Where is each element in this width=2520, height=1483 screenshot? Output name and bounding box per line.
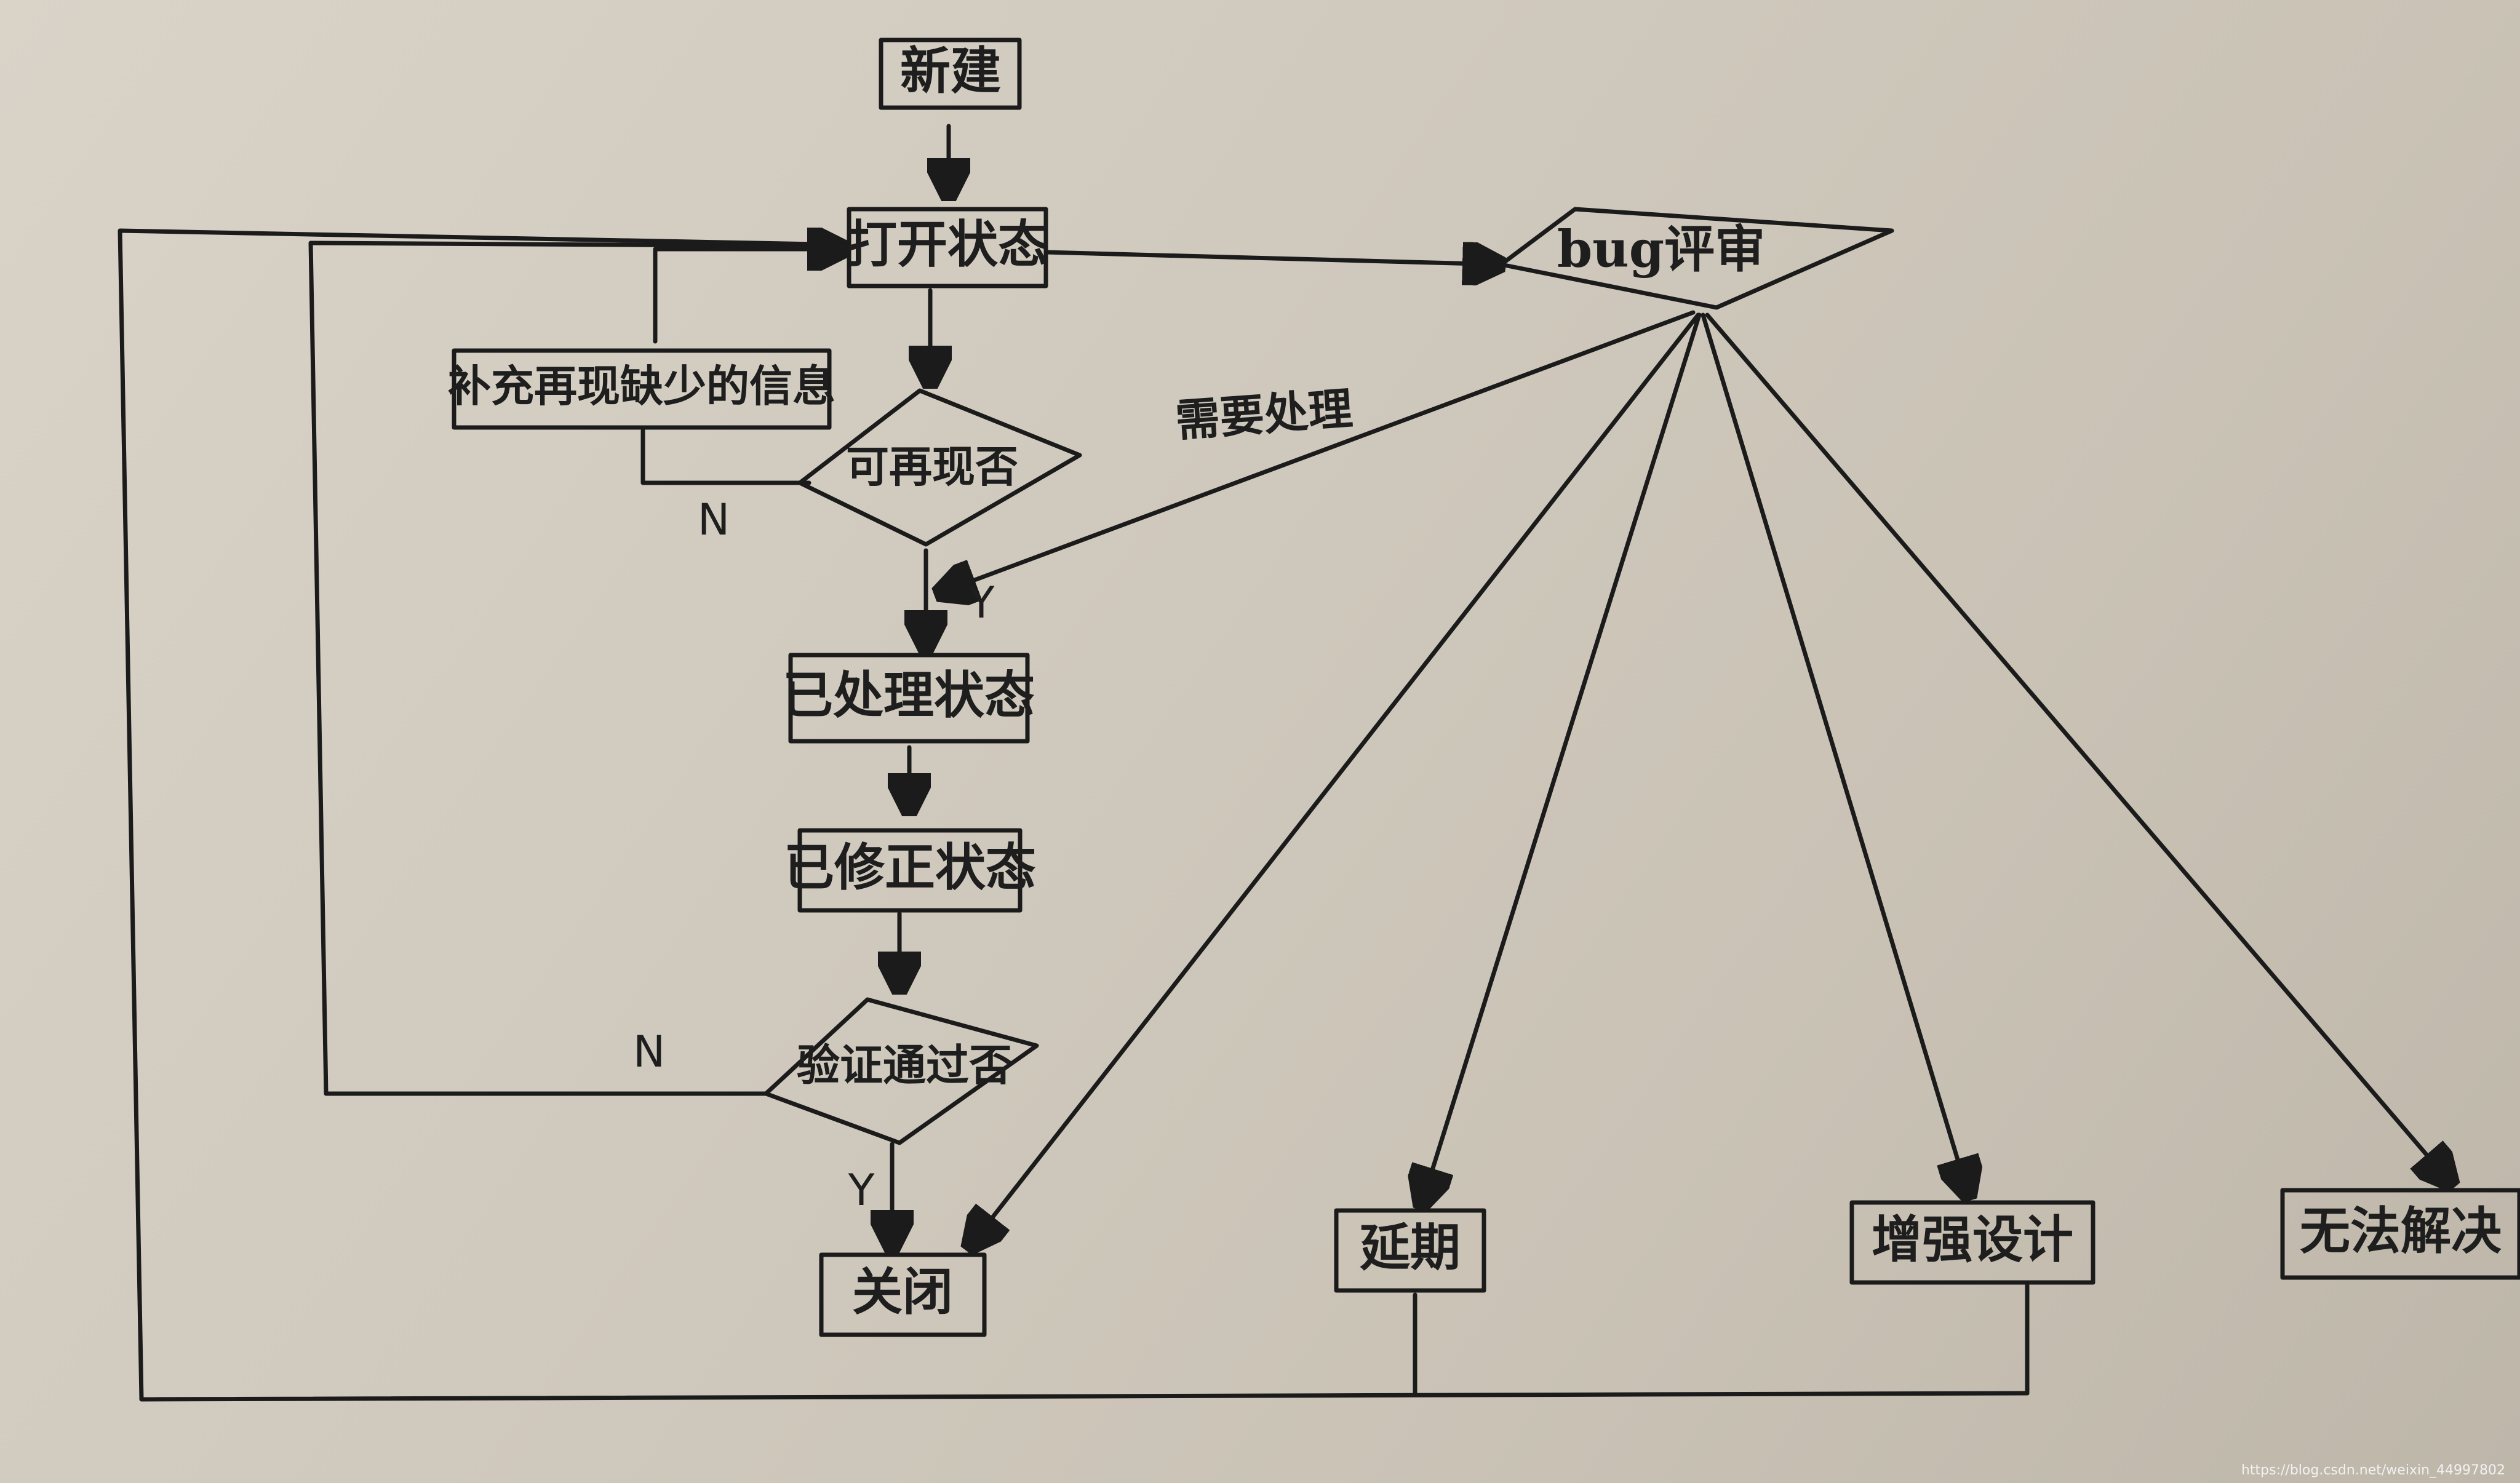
node-verified-label: 已修正状态 [784,838,1036,897]
edge-label-verify-yes: Y [848,1165,875,1215]
edge-review-to-closed [969,312,1701,1247]
node-deferred: 延期 [1334,1208,1486,1293]
edge-verify-no-to-open [308,241,845,1096]
watermark: https://blog.csdn.net/weixin_44997802 [2241,1463,2505,1478]
edge-reproducible-no-to-supplement [640,428,811,485]
edge-review-to-enhancement [1701,312,1969,1196]
node-enhancement-label: 增强设计 [1872,1210,2073,1269]
edge-supplement-to-open [653,249,846,344]
node-supplement-label: 补充再现缺少的信息 [448,360,835,412]
node-unresolvable: 无法解决 [2280,1188,2520,1280]
edge-review-to-processed [938,310,1696,594]
edge-review-to-deferred [1421,312,1702,1206]
node-unresolvable-label: 无法解决 [2300,1201,2502,1260]
node-new: 新建 [879,38,1022,110]
edge-label-need-process: 需要处理 [1174,382,1354,447]
node-enhancement: 增强设计 [1849,1200,2095,1285]
node-closed-label: 关闭 [852,1262,953,1321]
node-supplement: 补充再现缺少的信息 [448,348,835,430]
edge-review-to-unresolvable [1705,312,2452,1184]
node-reproducible: 可再现否 [797,388,1082,547]
node-open: 打开状态 [847,207,1048,288]
node-verify-pass: 验证通过否 [764,997,1039,1145]
node-open-label: 打开状态 [847,215,1048,274]
edge-open-to-review [1043,252,1501,264]
edge-label-reproducible-no: N [698,495,730,545]
node-verify-pass-label: 验证通过否 [797,1040,1012,1091]
edge-label-verify-no: N [633,1027,665,1077]
node-closed: 关闭 [819,1252,987,1337]
node-deferred-label: 延期 [1360,1218,1461,1277]
node-review: bug评审 [1499,207,1894,310]
node-processed-label: 已处理状态 [783,666,1035,725]
node-review-label: bug评审 [1557,220,1765,279]
node-verified: 已修正状态 [784,828,1036,913]
node-reproducible-label: 可再现否 [846,441,1018,492]
node-processed: 已处理状态 [783,653,1035,744]
edge-label-reproducible-yes: Y [968,578,995,628]
node-new-label: 新建 [900,41,1001,100]
edge-outer-loop-to-open [118,228,2030,1402]
